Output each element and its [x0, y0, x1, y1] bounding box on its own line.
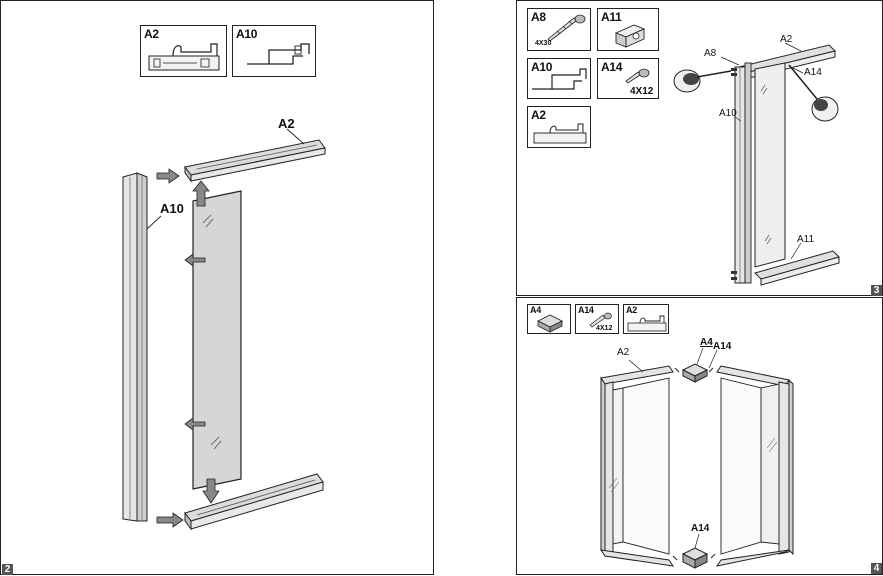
part-label: A10 — [531, 60, 553, 74]
part-box-a2: A2 — [140, 25, 227, 77]
step-2-illustration — [122, 128, 326, 531]
right-wall-assembly — [715, 365, 794, 567]
part-label: A2 — [626, 305, 637, 315]
part-label: A14 — [578, 305, 594, 315]
part-box-a2: A2 — [527, 106, 591, 148]
bottom-rail-a2 — [184, 473, 324, 531]
part-label: A10 — [236, 27, 258, 41]
part-size: 4X12 — [630, 86, 654, 97]
glass-panel — [192, 190, 242, 490]
callout-a2: A2 — [780, 34, 793, 45]
step-number-badge: 2 — [2, 564, 13, 575]
part-box-a14: A14 4X12 — [597, 58, 659, 99]
screw-marks — [672, 367, 716, 561]
step-number-badge: 4 — [871, 563, 882, 574]
callout-a11: A11 — [797, 234, 815, 245]
part-box-a14: A14 4X12 — [575, 304, 619, 334]
callout-a8: A8 — [704, 48, 717, 59]
callout-a2: A2 — [278, 116, 295, 131]
part-box-a10: A10 — [232, 25, 316, 77]
a4-connector-icon — [537, 314, 563, 333]
callout-a14-bottom: A14 — [691, 523, 710, 534]
step-2-panel: A2 A10 A2 A10 2 — [0, 0, 434, 575]
a10-profile-icon — [247, 43, 310, 65]
callout-a14-top: A14 — [713, 341, 732, 352]
part-box-a11: A11 — [597, 8, 659, 51]
part-label: A11 — [601, 10, 622, 24]
callout-a4: A4 — [700, 337, 713, 348]
part-box-a8: A8 4X30 — [527, 8, 591, 51]
screw-a14-icon — [625, 68, 650, 84]
vertical-profile-a10 — [122, 172, 148, 522]
hand-screwdriver-right — [788, 64, 839, 122]
left-wall-assembly — [599, 365, 675, 567]
bottom-rail-a2 — [754, 250, 840, 286]
step-4-panel: A2 A4 A14 A14 A4 A14 4X12 A2 4 — [516, 297, 883, 575]
part-size: 4X30 — [535, 40, 552, 47]
step-number-badge: 3 — [871, 285, 882, 296]
a2-profile-icon — [627, 315, 667, 332]
part-label: A14 — [601, 60, 623, 74]
bottom-corner-connector-a4 — [681, 547, 709, 569]
part-label: A2 — [531, 108, 546, 122]
step-3-illustration — [673, 42, 840, 286]
callout-a10: A10 — [719, 108, 737, 119]
screw-a14-icon — [589, 312, 612, 328]
part-label: A2 — [144, 27, 159, 41]
assembly-arrows — [156, 168, 220, 528]
step-4-illustration — [599, 347, 794, 569]
vertical-profile-a10 — [734, 62, 752, 284]
top-rail-a2 — [184, 139, 326, 183]
a2-profile-icon — [148, 43, 220, 71]
callout-a10: A10 — [160, 201, 184, 216]
a10-profile-icon — [532, 68, 587, 90]
callout-a14: A14 — [804, 67, 822, 78]
part-box-a10: A10 — [527, 58, 591, 99]
top-corner-connector-a4 — [681, 363, 709, 383]
screws — [731, 68, 737, 280]
hand-screwdriver-left — [673, 69, 732, 93]
step-3-panel: A2 A8 A14 A10 A11 A8 4X30 A11 A10 A14 — [516, 0, 883, 296]
a2-profile-icon — [533, 123, 587, 144]
glass-panel — [754, 62, 786, 268]
a11-block-icon — [614, 24, 646, 48]
screw-a8-icon — [547, 14, 586, 42]
part-size: 4X12 — [596, 325, 613, 332]
part-label: A4 — [530, 305, 541, 315]
part-label: A8 — [531, 10, 546, 24]
part-box-a2: A2 — [623, 304, 669, 334]
callout-a2: A2 — [617, 347, 630, 358]
part-box-a4: A4 — [527, 304, 571, 334]
